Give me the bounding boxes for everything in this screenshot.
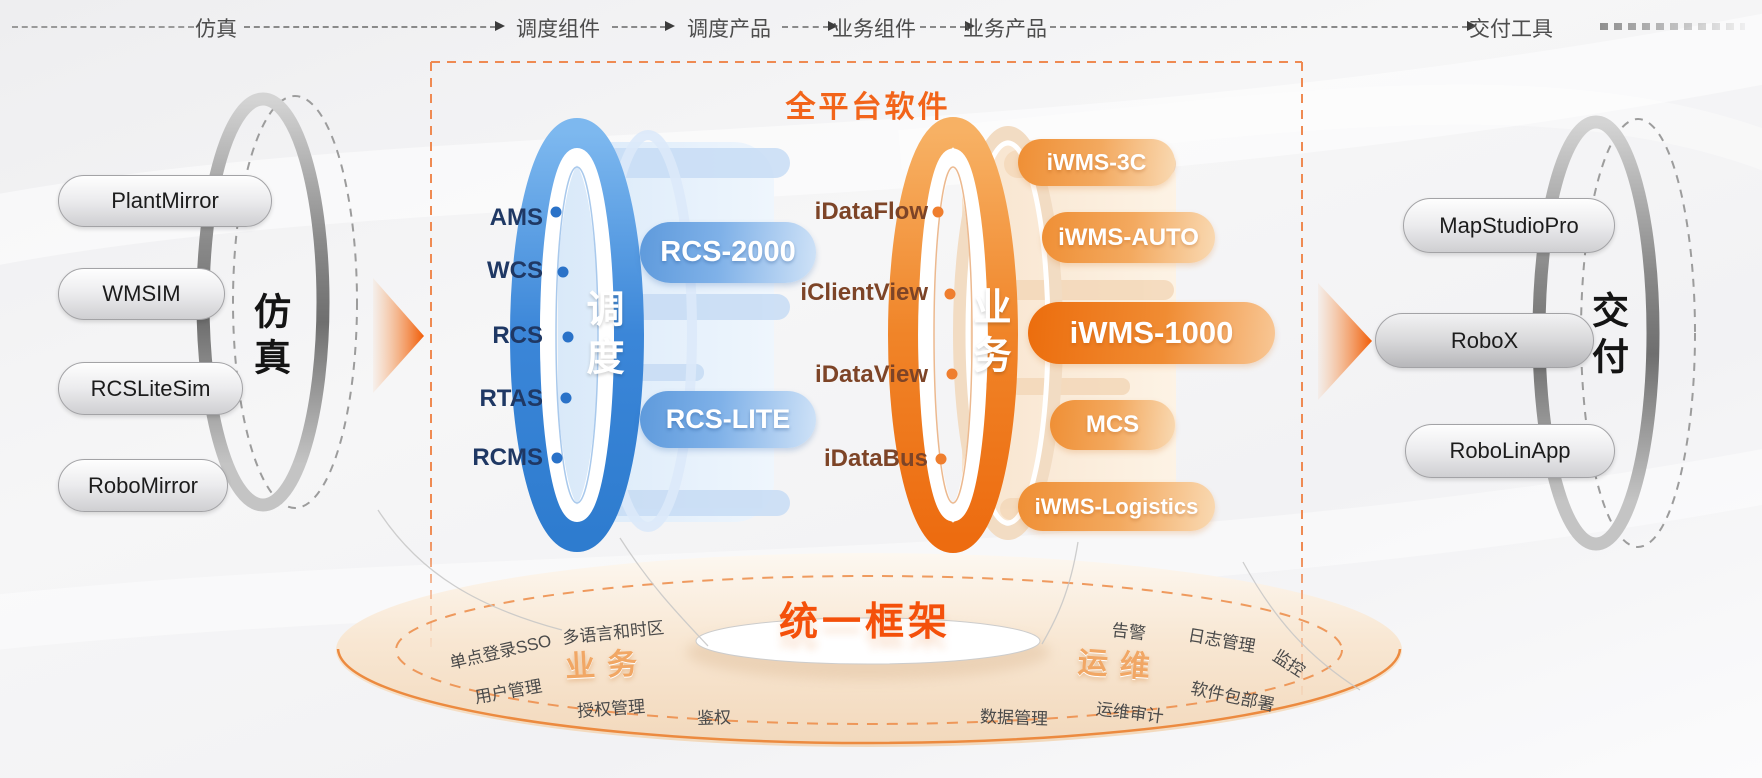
- timeline-arrow: [1050, 21, 1477, 31]
- scheduling-component-label: RCS: [492, 322, 543, 349]
- business-product-pill: iWMS-1000: [1028, 302, 1275, 364]
- timeline-stage-scheduling-products: 调度产品: [687, 18, 771, 41]
- framework-feature: 数据管理: [979, 707, 1049, 729]
- connector-dot: [550, 206, 562, 218]
- framework-feature: 日志管理: [1186, 625, 1257, 657]
- framework-group-ops: 运维: [1076, 646, 1163, 685]
- scheduling-ring-label: 调度: [580, 289, 622, 385]
- framework-dashed-ring: [395, 575, 1343, 725]
- connector-curves: [377, 509, 1361, 691]
- delivery-ring-label: 交付: [1586, 291, 1628, 383]
- connector-dot: [946, 368, 958, 380]
- scheduling-component-label: RTAS: [479, 385, 543, 412]
- timeline-arrow: [612, 21, 675, 31]
- delivery-tool-pill: RoboLinApp: [1405, 424, 1615, 478]
- platform-box-border: [430, 61, 1303, 705]
- simulation-tool-pill: RCSLiteSim: [58, 362, 243, 415]
- connector-dot: [560, 392, 572, 404]
- scheduling-product-pill: RCS-2000: [640, 222, 816, 283]
- business-product-pill: iWMS-3C: [1018, 139, 1175, 186]
- timeline-stage-simulation: 仿真: [195, 18, 237, 41]
- framework-feature: 用户管理: [473, 676, 544, 708]
- flow-arrow-left: [373, 278, 424, 393]
- flow-arrow-right: [1318, 283, 1372, 400]
- scheduling-product-pill: RCS-LITE: [640, 391, 816, 448]
- timeline-arrow: [244, 21, 505, 31]
- framework-feature: 授权管理: [576, 697, 646, 721]
- framework-feature: 鉴权: [696, 707, 732, 729]
- connector-dot: [944, 288, 956, 300]
- business-component-label: iClientView: [800, 279, 928, 306]
- scheduling-component-label: RCMS: [472, 444, 543, 471]
- delivery-tool-pill: RoboX: [1375, 313, 1594, 368]
- timeline-stage-delivery-tools: 交付工具: [1469, 18, 1553, 41]
- simulation-ring-label: 仿真: [248, 292, 290, 384]
- timeline-tail-dash: [1600, 23, 1745, 30]
- business-component-label: iDataFlow: [814, 198, 928, 225]
- connector-dot: [562, 331, 574, 343]
- timeline-lead-dash: [12, 26, 194, 28]
- business-product-pill: MCS: [1050, 400, 1175, 450]
- framework-platform: [336, 553, 1402, 747]
- timeline-arrow: [782, 21, 838, 31]
- business-product-pill: iWMS-Logistics: [1018, 482, 1215, 531]
- framework-center-disc: [695, 617, 1041, 665]
- connector-dot: [932, 206, 944, 218]
- flow-arrows: [373, 278, 1372, 400]
- simulation-tool-pill: RoboMirror: [58, 459, 228, 512]
- timeline-arrow: [920, 21, 975, 31]
- connector-dot: [557, 266, 569, 278]
- framework-feature: 运维审计: [1094, 699, 1165, 727]
- simulation-tool-pill: PlantMirror: [58, 175, 272, 227]
- business-component-label: iDataBus: [823, 445, 928, 472]
- delivery-tool-pill: MapStudioPro: [1403, 198, 1615, 253]
- framework-feature: 监控: [1269, 646, 1309, 681]
- connector-dot: [551, 452, 563, 464]
- timeline-stage-scheduling-components: 调度组件: [516, 18, 600, 41]
- business-component-label: iDataView: [815, 361, 928, 388]
- scheduling-component-label: WCS: [487, 257, 543, 284]
- timeline-stage-business-components: 业务组件: [832, 18, 916, 41]
- platform-box-title: 全平台软件: [785, 91, 951, 124]
- connector-dot: [935, 453, 947, 465]
- scheduling-component-label: AMS: [489, 204, 543, 231]
- business-product-pill: iWMS-AUTO: [1042, 212, 1215, 263]
- simulation-tool-pill: WMSIM: [58, 268, 225, 320]
- business-ring-label: 业务: [967, 287, 1009, 383]
- framework-feature: 多语言和时区: [561, 618, 665, 648]
- framework-feature: 软件包部署: [1189, 678, 1277, 716]
- framework-feature: 单点登录SSO: [447, 631, 554, 673]
- timeline-stage-business-products: 业务产品: [963, 18, 1047, 41]
- framework-title: 统一框架: [778, 601, 952, 644]
- framework-feature: 告警: [1110, 620, 1147, 644]
